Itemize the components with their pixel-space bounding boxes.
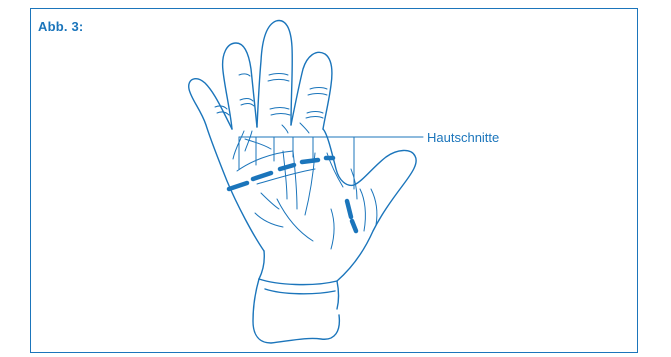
hand-illustration: Hautschnitte: [31, 9, 639, 354]
palm-lines: [237, 139, 357, 249]
hand-outline: [189, 21, 416, 343]
callout-label: Hautschnitte: [427, 130, 499, 145]
figure-frame: Abb. 3:: [30, 8, 638, 353]
skin-incision-cuts: [229, 158, 356, 231]
